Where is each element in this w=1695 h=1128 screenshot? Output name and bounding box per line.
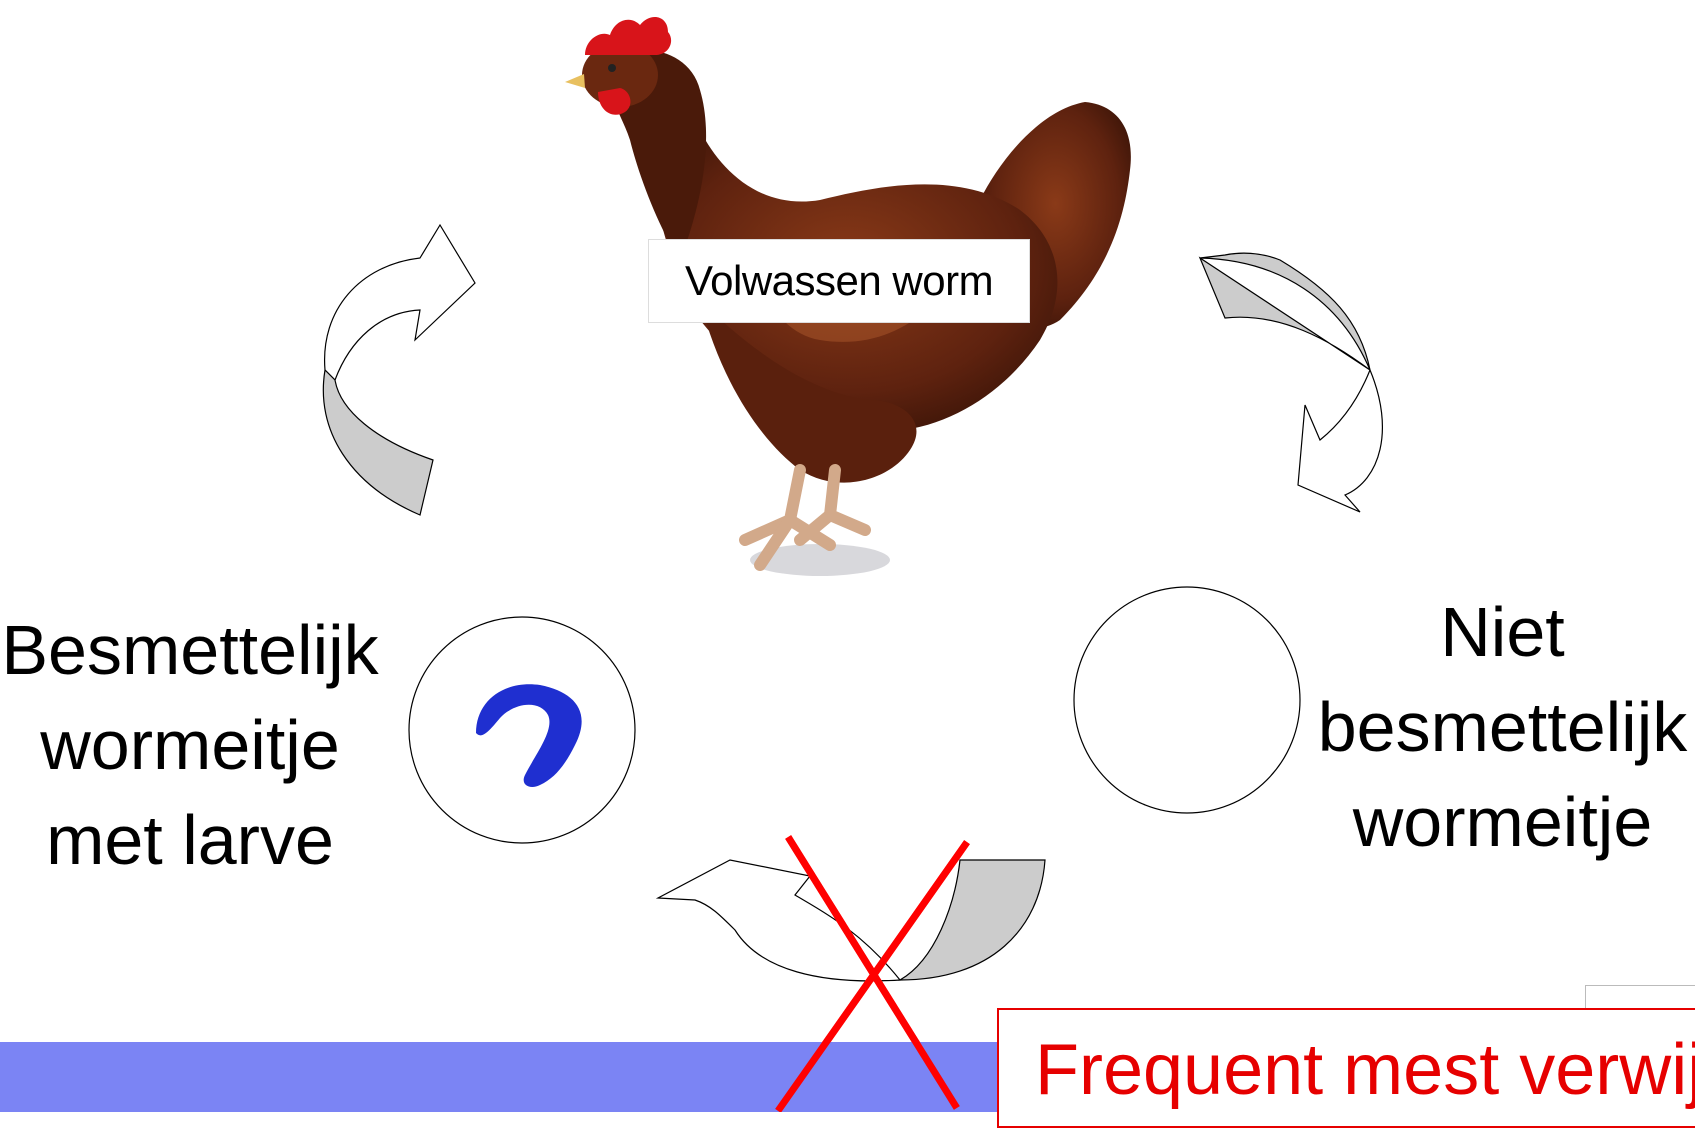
noninfective-egg-circle (1074, 587, 1300, 813)
adult-worm-label: Volwassen worm (648, 239, 1030, 323)
infective-egg-line-3: met larve (0, 793, 380, 888)
infective-egg-circle (409, 617, 635, 843)
adult-worm-text: Volwassen worm (685, 257, 993, 305)
noninfective-egg (1074, 587, 1300, 813)
noninfective-egg-label: Niet besmettelijk wormeitje (1310, 585, 1695, 870)
arrow-egg-development (658, 860, 1045, 981)
noninfective-egg-line-1: Niet (1310, 585, 1695, 680)
hen-wattle (598, 88, 630, 115)
infective-egg-line-2: wormeitje (0, 698, 380, 793)
infective-egg (409, 617, 635, 843)
callout-text: Frequent mest verwijderen (1035, 1030, 1695, 1110)
noninfective-egg-line-2: besmettelijk (1310, 680, 1695, 775)
hen-beak (565, 74, 585, 88)
noninfective-egg-line-3: wormeitje (1310, 775, 1695, 870)
callout-box: Frequent mest verwijderen (997, 1008, 1695, 1128)
infective-egg-line-1: Besmettelijk (0, 603, 380, 698)
hen-eye (608, 64, 616, 72)
hen-comb (585, 17, 671, 55)
infective-egg-label: Besmettelijk wormeitje met larve (0, 603, 380, 888)
arrow-egg-to-hen (323, 225, 475, 515)
arrow-hen-to-egg (1200, 253, 1382, 512)
